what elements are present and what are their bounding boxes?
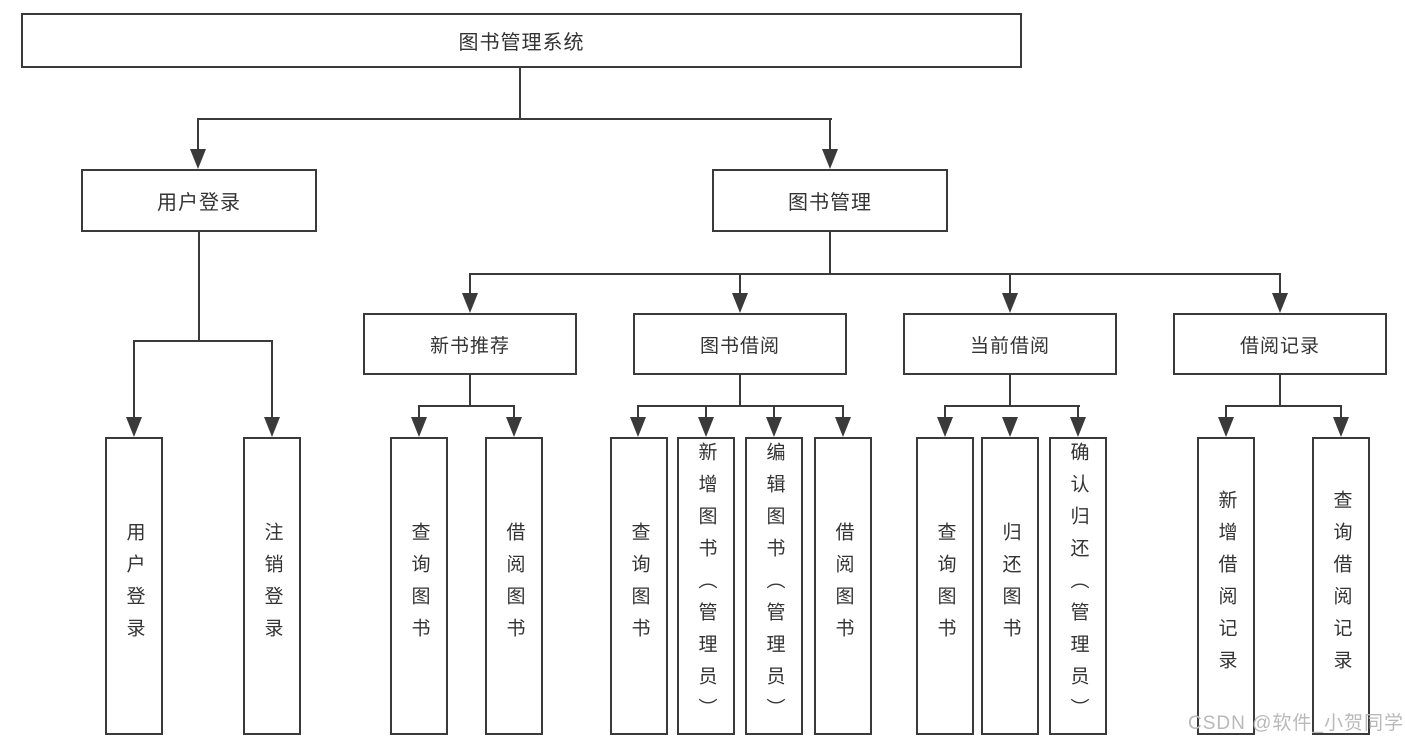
- leaf-query-book-borrow: 查询图书: [610, 437, 668, 735]
- node-user-login: 用户登录: [81, 169, 317, 232]
- node-label: 图书管理: [788, 192, 872, 214]
- leaf-add-book-admin: 新增图书（管理员）: [677, 437, 735, 735]
- connector-line: [198, 232, 200, 342]
- connector-line: [829, 118, 831, 151]
- connector-line: [271, 340, 273, 419]
- connector-line: [519, 68, 521, 119]
- node-borrow-records: 借阅记录: [1173, 313, 1387, 375]
- arrow-down-icon: [1070, 417, 1086, 437]
- leaf-label: 查询图书: [408, 522, 430, 650]
- arrow-down-icon: [732, 293, 748, 313]
- arrow-down-icon: [264, 417, 280, 437]
- arrow-down-icon: [766, 417, 782, 437]
- leaf-label: 注销登录: [261, 522, 283, 650]
- connector-line: [739, 375, 741, 407]
- leaf-label: 查询图书: [934, 522, 956, 650]
- connector-line: [469, 273, 1281, 275]
- connector-line: [1077, 405, 1079, 419]
- connector-line: [133, 340, 273, 342]
- connector-line: [1279, 273, 1281, 295]
- leaf-label: 新增借阅记录: [1215, 490, 1237, 682]
- arrow-down-icon: [506, 417, 522, 437]
- connector-line: [469, 375, 471, 407]
- connector-line: [197, 118, 199, 151]
- connector-line: [1340, 405, 1342, 419]
- connector-line: [1009, 375, 1011, 407]
- node-label: 用户登录: [157, 192, 241, 214]
- leaf-label: 借阅图书: [503, 522, 525, 650]
- connector-line: [418, 405, 515, 407]
- leaf-label: 归还图书: [999, 522, 1021, 650]
- connector-line: [1225, 405, 1342, 407]
- leaf-label: 编辑图书（管理员）: [763, 442, 785, 730]
- connector-line: [1009, 273, 1011, 295]
- node-label: 图书管理系统: [458, 32, 585, 54]
- connector-line: [418, 405, 420, 419]
- connector-line: [513, 405, 515, 419]
- csdn-watermark: CSDN @软件_小贺同学: [1188, 713, 1404, 734]
- arrow-down-icon: [937, 417, 953, 437]
- arrow-down-icon: [462, 293, 478, 313]
- connector-line: [133, 340, 135, 419]
- node-book-management: 图书管理: [712, 169, 948, 232]
- node-label: 新书推荐: [429, 335, 510, 357]
- leaf-add-borrow-record: 新增借阅记录: [1197, 437, 1255, 735]
- connector-line: [842, 405, 844, 419]
- arrow-down-icon: [190, 149, 206, 169]
- node-new-book-recommend: 新书推荐: [363, 313, 577, 375]
- node-current-borrow: 当前借阅: [903, 313, 1117, 375]
- connector-line: [705, 405, 707, 419]
- arrow-down-icon: [1333, 417, 1349, 437]
- leaf-borrow-book: 借阅图书: [814, 437, 872, 735]
- connector-line: [944, 405, 1080, 407]
- connector-line: [739, 273, 741, 295]
- arrow-down-icon: [411, 417, 427, 437]
- leaf-confirm-return-admin: 确认归还（管理员）: [1049, 437, 1107, 735]
- arrow-down-icon: [630, 417, 646, 437]
- leaf-label: 查询图书: [628, 522, 650, 650]
- leaf-label: 借阅图书: [832, 522, 854, 650]
- leaf-query-book-current: 查询图书: [916, 437, 974, 735]
- connector-line: [197, 118, 832, 120]
- connector-line: [1225, 405, 1227, 419]
- leaf-borrow-book-recommend: 借阅图书: [485, 437, 543, 735]
- arrow-down-icon: [1272, 293, 1288, 313]
- arrow-down-icon: [126, 417, 142, 437]
- leaf-logout: 注销登录: [243, 437, 301, 735]
- leaf-edit-book-admin: 编辑图书（管理员）: [745, 437, 803, 735]
- arrow-down-icon: [1218, 417, 1234, 437]
- arrow-down-icon: [698, 417, 714, 437]
- leaf-query-borrow-record: 查询借阅记录: [1312, 437, 1370, 735]
- node-book-borrow: 图书借阅: [633, 313, 847, 375]
- leaf-label: 查询借阅记录: [1330, 490, 1352, 682]
- connector-line: [829, 232, 831, 275]
- node-label: 借阅记录: [1239, 335, 1320, 357]
- connector-line: [944, 405, 946, 419]
- node-label: 当前借阅: [969, 335, 1050, 357]
- node-library-management-system: 图书管理系统: [21, 13, 1022, 68]
- leaf-user-login: 用户登录: [105, 437, 163, 735]
- leaf-label: 新增图书（管理员）: [695, 442, 717, 730]
- leaf-query-book-recommend: 查询图书: [390, 437, 448, 735]
- arrow-down-icon: [835, 417, 851, 437]
- leaf-label: 用户登录: [123, 522, 145, 650]
- connector-line: [1279, 375, 1281, 407]
- leaf-return-book: 归还图书: [981, 437, 1039, 735]
- node-label: 图书借阅: [699, 335, 780, 357]
- connector-line: [637, 405, 639, 419]
- arrow-down-icon: [1002, 417, 1018, 437]
- connector-line: [773, 405, 775, 419]
- arrow-down-icon: [822, 149, 838, 169]
- connector-line: [469, 273, 471, 295]
- leaf-label: 确认归还（管理员）: [1067, 442, 1089, 730]
- connector-line: [637, 405, 844, 407]
- arrow-down-icon: [1002, 293, 1018, 313]
